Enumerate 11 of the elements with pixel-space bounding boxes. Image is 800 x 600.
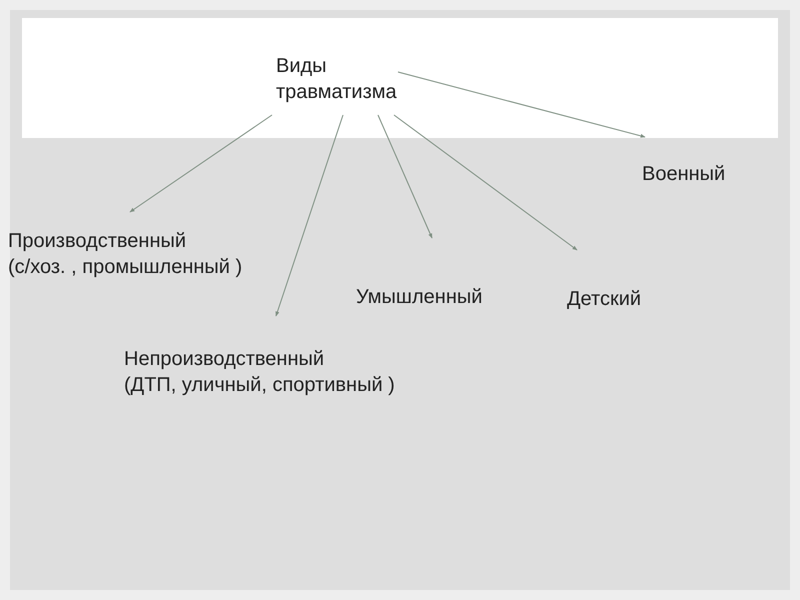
node-label: Детский bbox=[567, 287, 642, 312]
arrow bbox=[394, 114, 578, 250]
arrow bbox=[130, 114, 272, 212]
arrow bbox=[276, 114, 344, 316]
node-label: Непроизводственный (ДТП, уличный, спортивный ) bbox=[124, 347, 396, 398]
node-label: Виды травматизма bbox=[276, 54, 398, 105]
arrow bbox=[378, 114, 432, 238]
node-label: Производственный (с/хоз. , промышленный ) bbox=[8, 229, 244, 280]
node-label: Умышленный bbox=[356, 285, 484, 310]
arrow bbox=[398, 72, 646, 138]
node-label: Военный bbox=[642, 162, 726, 187]
